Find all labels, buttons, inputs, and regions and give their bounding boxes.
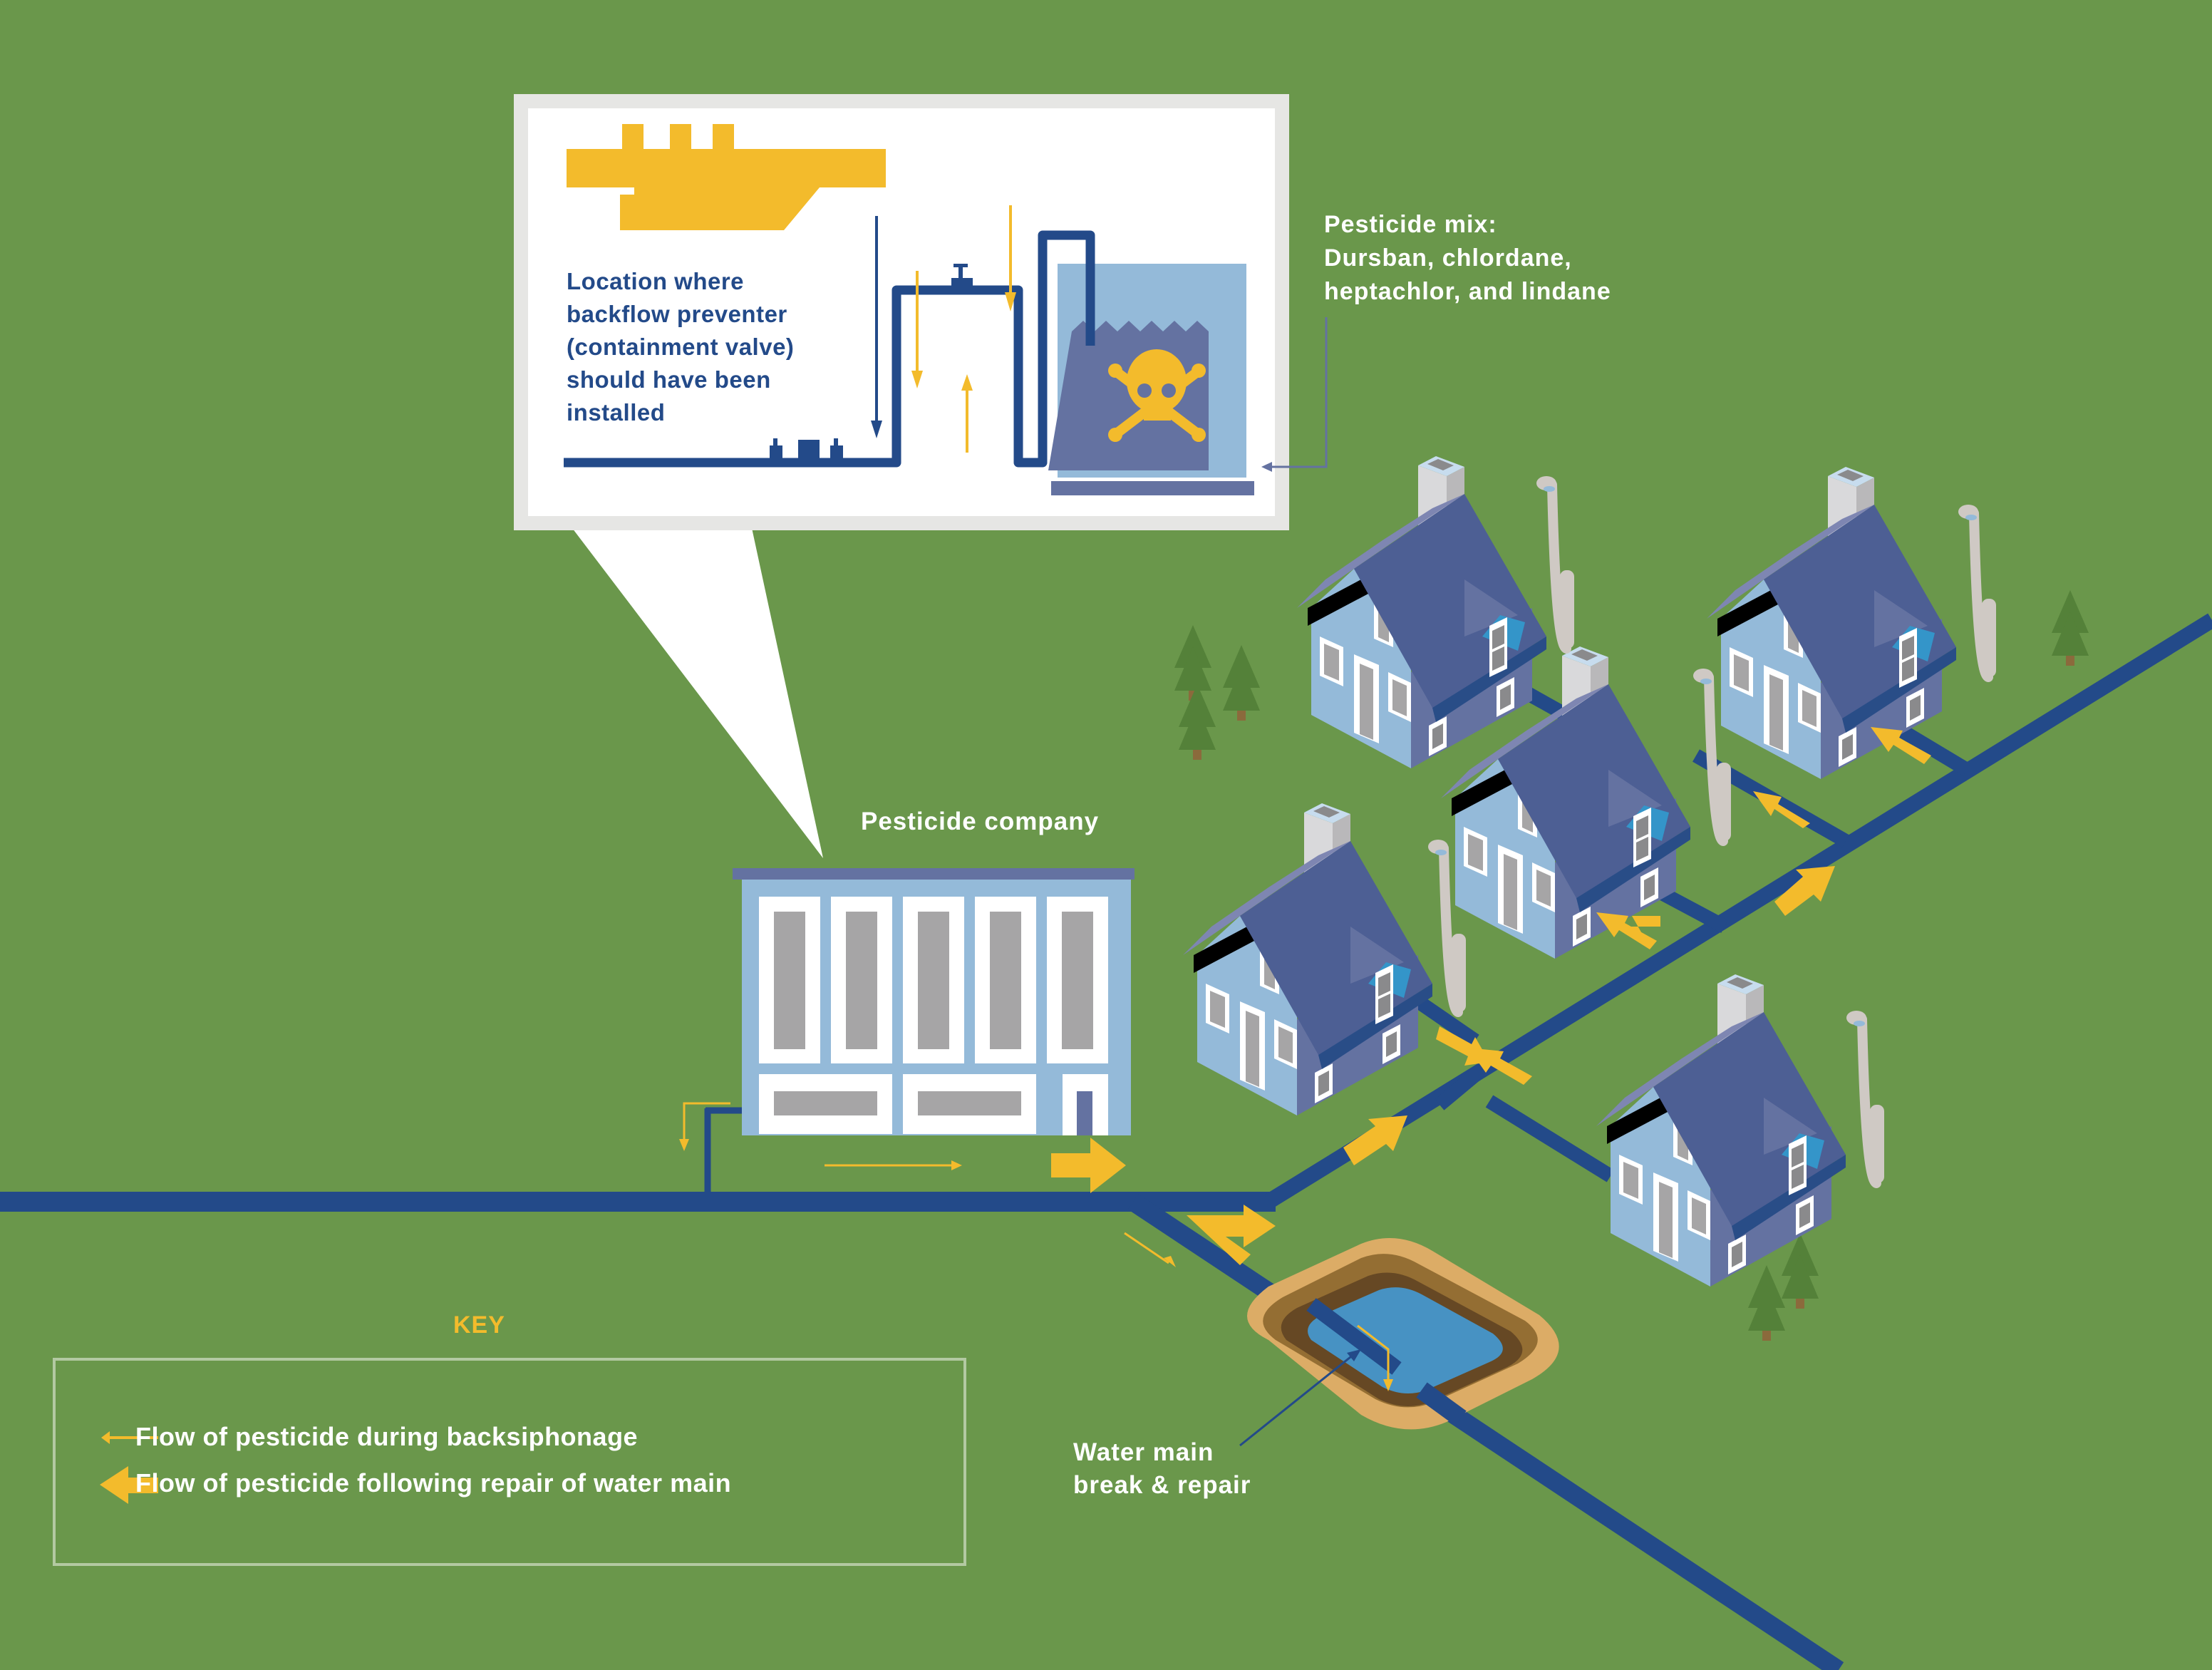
callout-tail: [572, 528, 823, 858]
house: [1596, 974, 1846, 1287]
flow-arrows: [679, 727, 1931, 1267]
thick-arrow-left-icon: [100, 1466, 158, 1504]
water-main-line: break & repair: [1073, 1471, 1251, 1499]
key-item-repair: Flow of pesticide following repair of wa…: [135, 1468, 732, 1498]
valve-icon: [951, 264, 973, 292]
caption-line: (containment valve): [567, 334, 795, 360]
water-main-label: Water main break & repair: [1073, 1436, 1251, 1502]
caption-line: should have been: [567, 366, 771, 393]
house: [1707, 467, 1956, 779]
thin-arrow-left-icon: [101, 1431, 158, 1444]
building-window-glass: [990, 912, 1021, 1049]
backflow-caption: Location where backflow preventer (conta…: [567, 265, 794, 429]
house: [1183, 803, 1432, 1115]
inset-panel: [514, 94, 1289, 530]
caption-line: backflow preventer: [567, 301, 787, 327]
key-icons: [100, 1431, 158, 1504]
mix-line: Dursban, chlordane,: [1324, 244, 1572, 272]
mix-pointer: [1268, 317, 1328, 468]
water-main: [0, 613, 2212, 1670]
water-main-break-excavation: [1239, 1238, 1559, 1447]
key-title: KEY: [453, 1311, 505, 1339]
skull-crossbones-icon: [1108, 349, 1206, 442]
building-window-glass: [918, 912, 949, 1049]
key-item-backsiphonage: Flow of pesticide during backsiphonage: [135, 1422, 639, 1451]
house: [1297, 456, 1546, 768]
faucet-icon: [567, 124, 886, 230]
company-label: Pesticide company: [861, 808, 1100, 835]
key-box: [53, 1358, 966, 1566]
caption-line: installed: [567, 399, 666, 426]
pesticide-company-building: [733, 868, 1135, 1135]
water-main-line: Water main: [1073, 1438, 1214, 1466]
building-window-glass: [1062, 912, 1093, 1049]
pesticide-mix-label: Pesticide mix: Dursban, chlordane, hepta…: [1324, 208, 1611, 309]
caption-line: Location where: [567, 268, 745, 294]
building-window-glass: [846, 912, 877, 1049]
mix-line: heptachlor, and lindane: [1324, 278, 1611, 305]
mix-line: Pesticide mix:: [1324, 211, 1497, 238]
building-window-glass: [774, 912, 805, 1049]
meter-icon: [770, 438, 843, 463]
